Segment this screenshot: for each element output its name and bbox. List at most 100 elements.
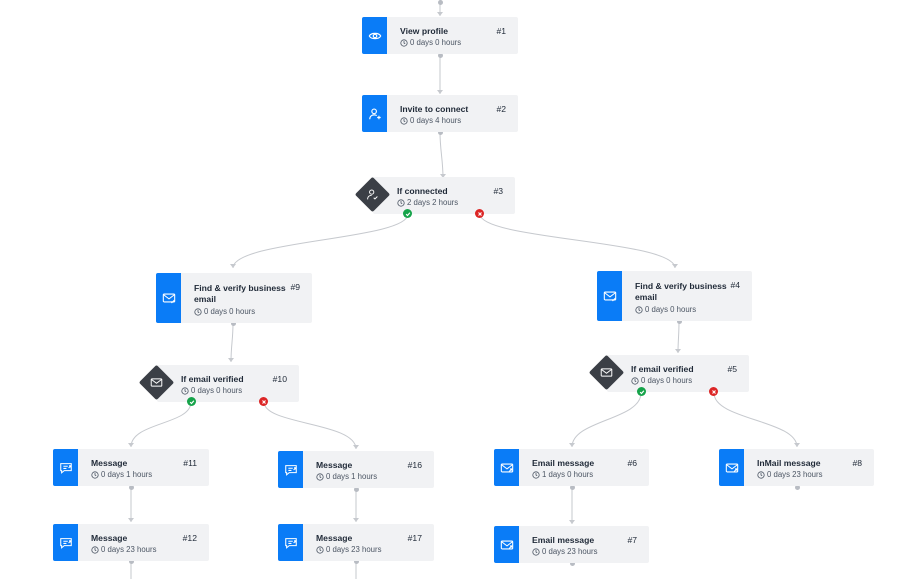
step-number: #16 [407, 460, 422, 470]
clock-icon [316, 546, 324, 554]
step-find-verify-email-9[interactable]: Find & verify business email #9 0 days 0… [156, 273, 312, 323]
step-duration: 0 days 0 hours [181, 386, 242, 396]
duration-text: 0 days 1 hours [101, 470, 153, 479]
step-title: Message [91, 458, 128, 468]
step-invite-to-connect[interactable]: Invite to connect #2 0 days 4 hours [362, 95, 518, 132]
step-number: #4 [730, 280, 740, 290]
yes-branch-check-icon[interactable] [187, 397, 196, 406]
step-duration: 0 days 4 hours [400, 116, 461, 126]
step-number: #7 [627, 535, 637, 545]
eye-icon [362, 17, 387, 54]
duration-text: 0 days 1 hours [326, 472, 378, 481]
clock-icon [194, 308, 202, 316]
mail-send-icon [494, 526, 519, 563]
step-message-12[interactable]: Message #12 0 days 23 hours [53, 524, 209, 561]
step-number: #8 [852, 458, 862, 468]
connector-dot [438, 130, 443, 135]
step-number: #17 [407, 533, 422, 543]
connector-dot [354, 487, 359, 492]
step-title: If email verified [181, 374, 244, 384]
connector-dot [795, 485, 800, 490]
step-number: #11 [183, 458, 197, 468]
step-duration: 0 days 23 hours [532, 547, 597, 557]
clock-icon [400, 39, 408, 47]
message-icon [53, 449, 78, 486]
step-title: Invite to connect [400, 104, 469, 114]
mail-send-icon [494, 449, 519, 486]
mail-check-icon [156, 273, 181, 323]
yes-branch-check-icon[interactable] [637, 387, 646, 396]
clock-icon [532, 548, 540, 556]
step-inmail-message-8[interactable]: InMail message #8 0 days 23 hours [719, 449, 874, 486]
duration-text: 0 days 0 hours [191, 386, 243, 395]
step-duration: 0 days 23 hours [757, 470, 822, 480]
step-view-profile[interactable]: View profile #1 0 days 0 hours [362, 17, 518, 54]
step-number: #12 [182, 533, 197, 543]
condition-if-email-verified-5[interactable]: If email verified #5 0 days 0 hours [607, 355, 749, 392]
clock-icon [400, 117, 408, 125]
no-branch-x-icon[interactable] [709, 387, 718, 396]
step-duration: 0 days 0 hours [194, 307, 255, 317]
condition-if-connected[interactable]: If connected #3 2 days 2 hours [373, 177, 515, 214]
connector-dot [570, 561, 575, 566]
message-icon [53, 524, 78, 561]
step-number: #3 [493, 186, 503, 196]
step-title: View profile [400, 26, 449, 36]
duration-text: 0 days 0 hours [204, 307, 256, 316]
duration-text: 0 days 23 hours [101, 545, 157, 554]
user-check-icon [365, 187, 381, 203]
clock-icon [181, 387, 189, 395]
step-title: Message [91, 533, 128, 543]
duration-text: 0 days 0 hours [645, 305, 697, 314]
mail-send-icon [719, 449, 744, 486]
condition-if-email-verified-10[interactable]: If email verified #10 0 days 0 hours [157, 365, 299, 402]
step-title: InMail message [757, 458, 821, 468]
clock-icon [757, 471, 765, 479]
step-message-17[interactable]: Message #17 0 days 23 hours [278, 524, 434, 561]
mail-check-icon [597, 271, 622, 321]
step-number: #5 [727, 364, 737, 374]
step-title: Message [316, 533, 353, 543]
connector-dot [438, 53, 443, 58]
no-branch-x-icon[interactable] [259, 397, 268, 406]
step-duration: 0 days 0 hours [631, 376, 692, 386]
mail-check-icon [599, 365, 615, 381]
duration-text: 1 days 0 hours [542, 470, 594, 479]
step-title: If connected [397, 186, 448, 196]
step-number: #1 [496, 26, 506, 36]
clock-icon [91, 471, 99, 479]
step-duration: 0 days 0 hours [400, 38, 461, 48]
mail-check-icon [149, 375, 165, 391]
step-email-message-7[interactable]: Email message #7 0 days 23 hours [494, 526, 649, 563]
step-message-16[interactable]: Message #16 0 days 1 hours [278, 451, 434, 488]
duration-text: 0 days 23 hours [542, 547, 598, 556]
connector-dot [129, 485, 134, 490]
step-number: #10 [272, 374, 287, 384]
step-title: If email verified [631, 364, 694, 374]
clock-icon [91, 546, 99, 554]
step-number: #6 [627, 458, 637, 468]
step-message-11[interactable]: Message #11 0 days 1 hours [53, 449, 209, 486]
duration-text: 0 days 4 hours [410, 116, 462, 125]
connector-dot [231, 321, 236, 326]
connector-dot [129, 559, 134, 564]
duration-text: 0 days 0 hours [641, 376, 693, 385]
step-find-verify-email-4[interactable]: Find & verify business email #4 0 days 0… [597, 271, 752, 321]
connector-dot [438, 0, 443, 5]
step-duration: 0 days 1 hours [91, 470, 152, 480]
yes-branch-check-icon[interactable] [403, 209, 412, 218]
step-duration: 0 days 0 hours [635, 305, 696, 315]
step-duration: 2 days 2 hours [397, 198, 458, 208]
duration-text: 0 days 23 hours [767, 470, 823, 479]
step-duration: 0 days 23 hours [316, 545, 381, 555]
step-duration: 0 days 1 hours [316, 472, 377, 482]
clock-icon [316, 473, 324, 481]
no-branch-x-icon[interactable] [475, 209, 484, 218]
step-title: Message [316, 460, 353, 470]
clock-icon [631, 377, 639, 385]
step-email-message-6[interactable]: Email message #6 1 days 0 hours [494, 449, 649, 486]
step-title: Find & verify business email [194, 283, 286, 304]
step-title: Email message [532, 535, 595, 545]
